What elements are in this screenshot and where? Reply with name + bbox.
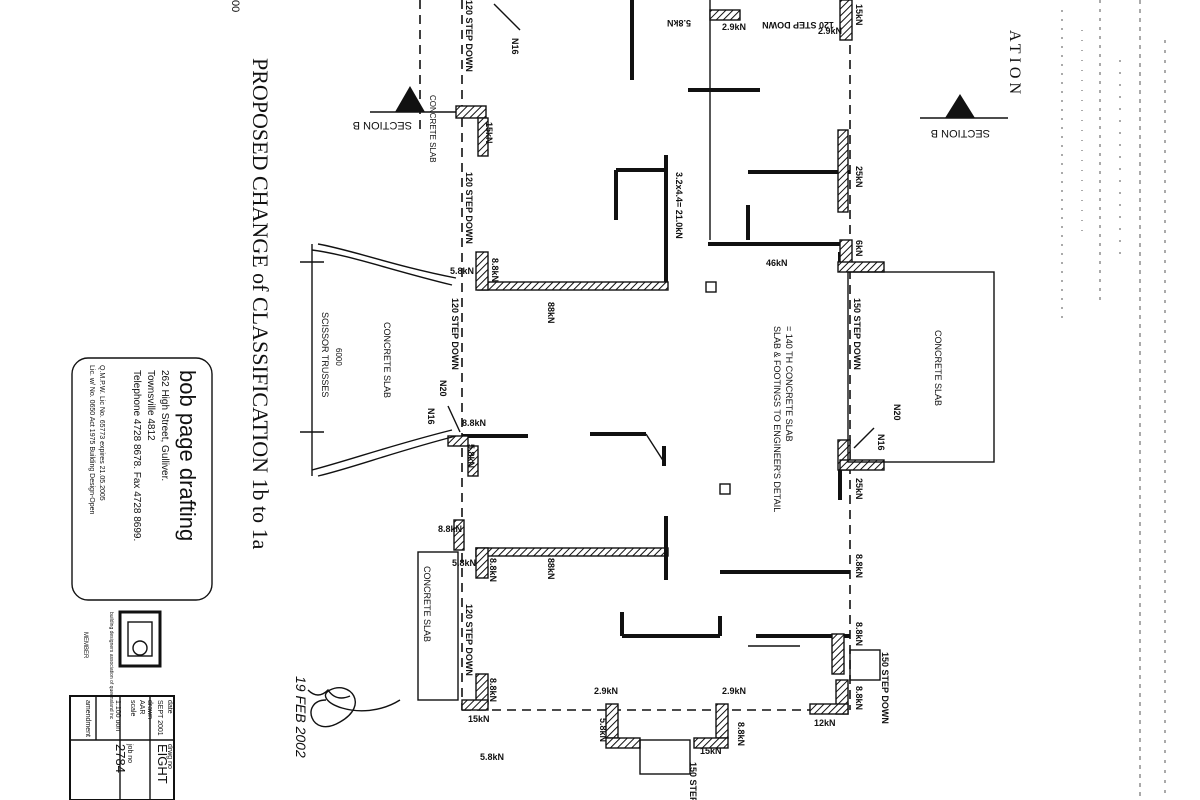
load-label: 8.8kN: [854, 554, 864, 578]
slab-note-2: SLAB & FOOTINGS TO ENGINEER'S DETAIL: [772, 326, 782, 512]
drawing-title: PROPOSED CHANGE of CLASSIFICATION 1b to …: [248, 58, 273, 550]
job-number-value: 2784: [113, 744, 128, 773]
slab-right-label: CONCRETE SLAB: [933, 330, 943, 406]
room-labels: CONCRETE SLAB CONCRETE SLAB CONCRETE SLA…: [320, 95, 943, 642]
step-label: 120 STEP DOWN: [464, 172, 474, 244]
load-label: 15kN: [700, 746, 722, 756]
step-label: 120 STEP DOWN: [762, 20, 834, 30]
trusses-label: SCISSOR TRUSSES: [320, 312, 330, 397]
step-label: 150 STEP DOWN: [880, 652, 890, 724]
scan-noise: [1061, 0, 1166, 800]
slab-left-label: CONCRETE SLAB: [382, 322, 392, 398]
step-label: 120 STEP DOWN: [450, 298, 460, 370]
load-label: 15kN: [484, 122, 494, 144]
load-label: 8.8kN: [736, 722, 746, 746]
step-label: 120 STEP DOWN: [464, 604, 474, 676]
load-label: 88kN: [546, 302, 556, 324]
stamp-text: 19 FEB 2002: [293, 676, 309, 758]
load-label: 25kN: [854, 478, 864, 500]
section-marker-left: SECTION B: [353, 86, 462, 131]
firm-address-2: Townsville 4812: [145, 370, 156, 441]
firm-name: bob page drafting: [175, 370, 200, 541]
hatched-columns: [447, 0, 885, 749]
amendment-label: amendment: [84, 700, 91, 737]
load-label: 2.9kN: [722, 22, 746, 32]
job-number-label: job no: [126, 743, 133, 763]
load-label: 5.8kN: [667, 18, 691, 28]
slab-outline: [419, 0, 851, 711]
walls: [462, 0, 850, 638]
bar-label: N16: [426, 408, 436, 425]
load-label: 46kN: [766, 258, 788, 268]
load-label: 5.8kN: [450, 266, 474, 276]
section-label-left: SECTION B: [353, 119, 412, 131]
load-labels: 5.8kN 2.9kN 2.9kN 15kN 25kN 6kN 46kN 3.2…: [426, 4, 902, 762]
load-label: 6kN: [854, 240, 864, 257]
load-label: 8.8kN: [488, 678, 498, 702]
leader-lines: [447, 3, 875, 647]
section-marker-right: SECTION B: [920, 94, 1008, 139]
load-label: 2.9kN: [818, 26, 842, 36]
load-label: 8.8kN: [854, 622, 864, 646]
drawing-number-value: EIGHT: [155, 744, 170, 784]
load-label: 8.8kN: [462, 418, 486, 428]
load-label: 15kN: [468, 714, 490, 724]
drawn-label: drawn: [146, 700, 153, 719]
title-block: date SEPT 2001 drawn AAR scale 1:100 uon…: [69, 695, 175, 800]
slab-lower-label: CONCRETE SLAB: [422, 566, 432, 642]
load-label: 25kN: [854, 166, 864, 188]
load-label: 88kN: [546, 558, 556, 580]
load-label: 3.2x4.4= 21.0kN: [674, 172, 684, 239]
load-label: 8.8kN: [490, 258, 500, 282]
load-label: 12kN: [814, 718, 836, 728]
section-label-right: SECTION B: [931, 127, 990, 139]
load-label: 8.8kN: [488, 558, 498, 582]
date-label: date: [166, 700, 173, 714]
scale-label: scale: [129, 700, 136, 716]
step-label: 150 STEP DOWN: [688, 762, 698, 800]
firm-phone: Telephone 4728 8678. Fax 4728 8699.: [131, 370, 142, 541]
signature-stamp: 19 FEB 2002: [293, 676, 401, 758]
slab-top-label: CONCRETE SLAB: [428, 95, 437, 163]
corner-number: 00: [229, 0, 241, 12]
association-logo: building designers association of queens…: [82, 610, 162, 720]
firm-licence-2: Lic. w/ No. 0650 Act 1975 Building Desig…: [88, 365, 95, 515]
association-text: building designers association of queens…: [108, 612, 114, 720]
firm-address-1: 262 High Street, Gulliver.: [159, 370, 170, 481]
scissor-trusses: [300, 243, 457, 477]
load-label: 5.8kN: [452, 558, 476, 568]
date-value: SEPT 2001: [156, 700, 163, 736]
edge-fragment: ATION: [1006, 30, 1023, 98]
slab-areas: [417, 271, 995, 775]
bar-label: N16: [876, 434, 886, 451]
drawn-value: AAR: [138, 700, 145, 714]
firm-info-box: bob page drafting 262 High Street, Gulli…: [71, 357, 213, 601]
bar-label: N20: [438, 380, 448, 397]
bar-label: N16: [510, 38, 520, 55]
load-label: 8.8kN: [854, 686, 864, 710]
load-label: 5.8kN: [480, 752, 504, 762]
firm-licence-1: Q.M.P.W. Lic No. 65773 expires 21.05.200…: [98, 365, 105, 501]
step-label: 120 STEP DOWN: [464, 0, 474, 72]
span-label: 6000: [334, 348, 343, 366]
load-label: 2.9kN: [594, 686, 618, 696]
load-label: 15kN: [854, 4, 864, 26]
scale-value: 1:100 uon: [114, 700, 121, 731]
association-member: MEMBER: [82, 632, 88, 659]
bar-label: N20: [892, 404, 902, 421]
step-label: 150 STEP DOWN: [852, 298, 862, 370]
load-label: 8.8kN: [438, 524, 462, 534]
drawing-number-label: drwg no: [166, 744, 173, 769]
slab-note-1: = 140 TH CONCRETE SLAB: [784, 326, 794, 442]
load-label: 5.8kN: [466, 444, 476, 468]
load-label: 2.9kN: [722, 686, 746, 696]
load-label: 5.8kN: [598, 718, 608, 742]
step-labels: 120 STEP DOWN 120 STEP DOWN 120 STEP DOW…: [450, 0, 890, 800]
